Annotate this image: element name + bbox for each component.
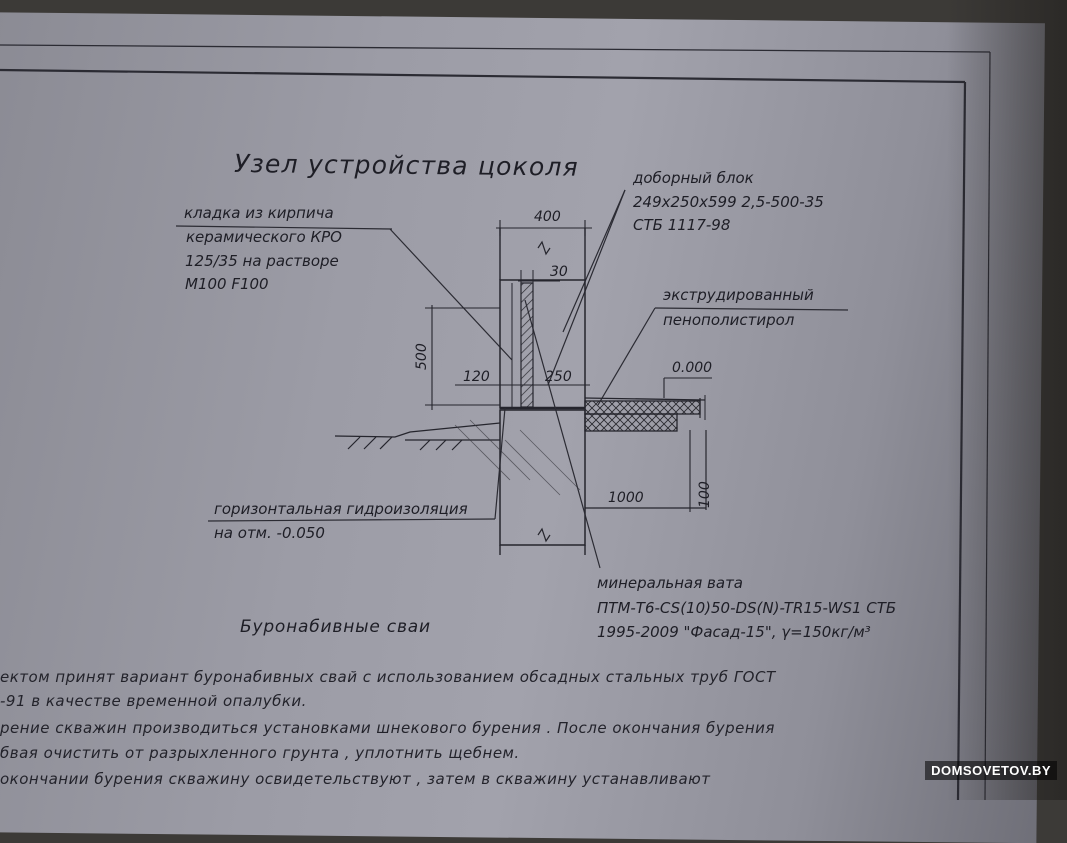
dim-1000: 1000 — [608, 490, 644, 506]
masonry-line-3: 125/35 на растворе — [185, 252, 339, 270]
watermark: DOMSOVETOV.BY — [925, 761, 1057, 780]
eps-line-1: экструдированный — [663, 286, 814, 304]
note-line-3: рение скважин производиться установками … — [0, 719, 775, 737]
waterproofing-line-1: горизонтальная гидроизоляция — [214, 500, 468, 518]
drawing-title: Узел устройства цоколя — [234, 149, 579, 182]
dim-250: 250 — [545, 369, 572, 385]
eps-label: экструдированный пенополистирол — [597, 286, 849, 406]
section-title: Буронабивные сваи — [240, 617, 431, 637]
block-line-2: 249х250х599 2,5-500-35 — [633, 193, 824, 211]
mineral-wool-line-1: минеральная вата — [597, 574, 743, 592]
waterproofing-label: горизонтальная гидроизоляция на отм. -0.… — [207, 407, 506, 542]
block-label: доборный блок 249х250х599 2,5-500-35 СТБ… — [547, 169, 824, 386]
mineral-wool-line-2: ПТМ-Т6-CS(10)50-DS(N)-TR15-WS1 СТБ — [597, 599, 896, 617]
masonry-label: кладка из кирпича керамического КРО 125/… — [175, 204, 513, 361]
mineral-wool-line-3: 1995-2009 "Фасад-15", γ=150кг/м³ — [597, 623, 871, 641]
eps-line-2: пенополистирол — [663, 311, 795, 329]
dim-500: 500 — [414, 343, 430, 370]
block-line-3: СТБ 1117-98 — [633, 216, 730, 234]
photo-shadow — [947, 0, 1067, 800]
dim-120: 120 — [463, 369, 490, 385]
dim-400: 400 — [534, 209, 561, 225]
masonry-line-4: М100 F100 — [185, 275, 269, 293]
wall-section — [499, 228, 586, 555]
note-line-1: ектом принят вариант буронабивных свай с… — [0, 668, 776, 686]
dimensions — [425, 220, 712, 512]
waterproofing-line-2: на отм. -0.050 — [214, 524, 325, 542]
mineral-wool-label: минеральная вата ПТМ-Т6-CS(10)50-DS(N)-T… — [524, 299, 896, 641]
ground-section — [334, 395, 707, 510]
dimension-values: 400 30 120 250 500 0.000 1000 100 — [414, 209, 713, 508]
foundation-plinth-drawing: Узел устройства цоколя кладка из кирпича… — [0, 44, 991, 800]
note-line-2: -91 в качестве временной опалубки. — [0, 692, 307, 710]
note-line-4: бвая очистить от разрыхленного грунта , … — [0, 744, 520, 762]
note-line-5: окончании бурения скважину освидетельств… — [0, 770, 711, 788]
dim-30: 30 — [550, 264, 568, 280]
masonry-line-2: керамического КРО — [186, 228, 342, 246]
masonry-line-1: кладка из кирпича — [184, 204, 334, 222]
dim-level: 0.000 — [672, 360, 712, 376]
block-line-1: доборный блок — [632, 169, 754, 187]
dim-100: 100 — [697, 481, 713, 508]
